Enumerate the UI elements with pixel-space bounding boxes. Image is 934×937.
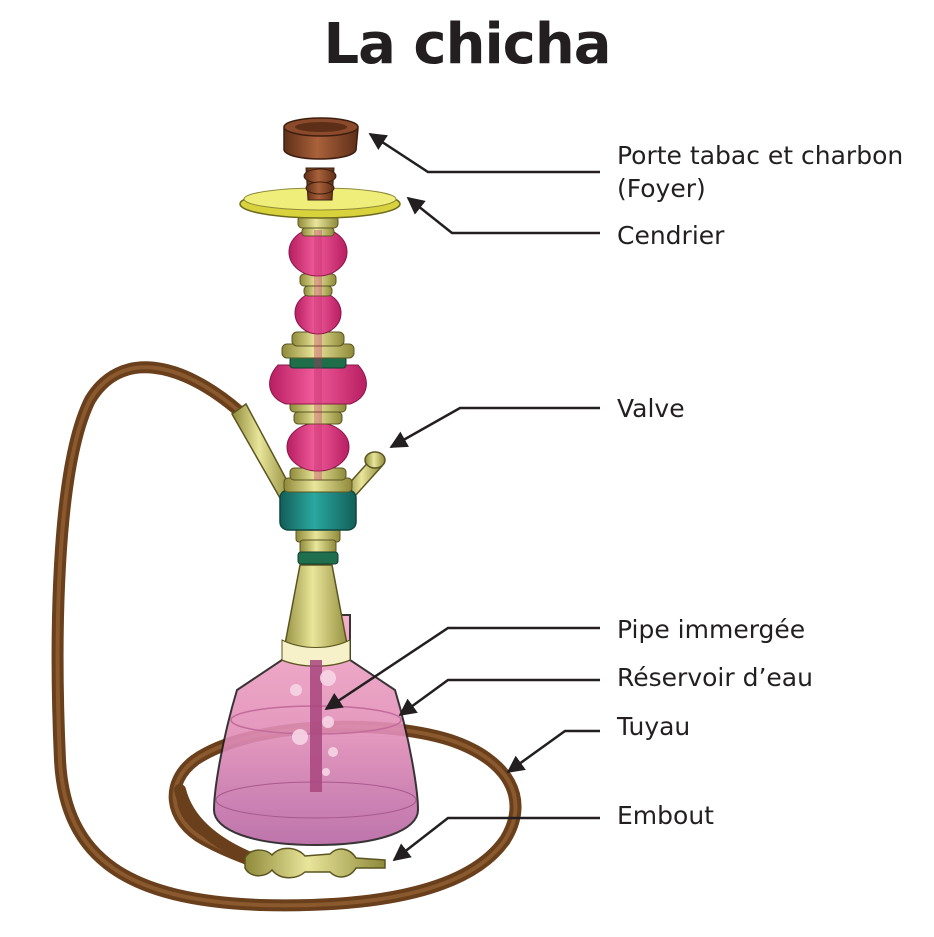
label-pipe: Pipe immergée bbox=[617, 615, 806, 644]
leader-reservoir bbox=[398, 678, 600, 717]
leader-embout bbox=[392, 816, 600, 862]
leader-lines bbox=[324, 132, 600, 862]
label-foyer: Porte tabac et charbon bbox=[617, 141, 904, 170]
label-tuyau: Tuyau bbox=[617, 712, 691, 741]
immersed-pipe bbox=[310, 660, 322, 792]
label-reservoir: Réservoir d’eau bbox=[617, 663, 813, 692]
vase-collar bbox=[281, 639, 351, 667]
tobacco-bowl bbox=[283, 117, 359, 201]
leader-pipe bbox=[324, 626, 600, 711]
diagram-title: La chicha bbox=[323, 12, 611, 77]
label-cendrier: Cendrier bbox=[617, 221, 725, 250]
hose-port bbox=[231, 402, 293, 500]
label-foyer-sub: (Foyer) bbox=[617, 174, 706, 203]
hose bbox=[51, 361, 522, 912]
leader-cendrier bbox=[406, 196, 600, 235]
bubbles bbox=[290, 670, 338, 776]
stem bbox=[269, 215, 367, 565]
label-valve: Valve bbox=[617, 394, 685, 423]
leader-foyer bbox=[368, 132, 600, 174]
valve bbox=[343, 451, 386, 498]
label-embout: Embout bbox=[617, 801, 714, 830]
leader-valve bbox=[389, 406, 600, 449]
mouthpiece bbox=[244, 847, 386, 879]
leader-tuyau bbox=[506, 729, 600, 774]
